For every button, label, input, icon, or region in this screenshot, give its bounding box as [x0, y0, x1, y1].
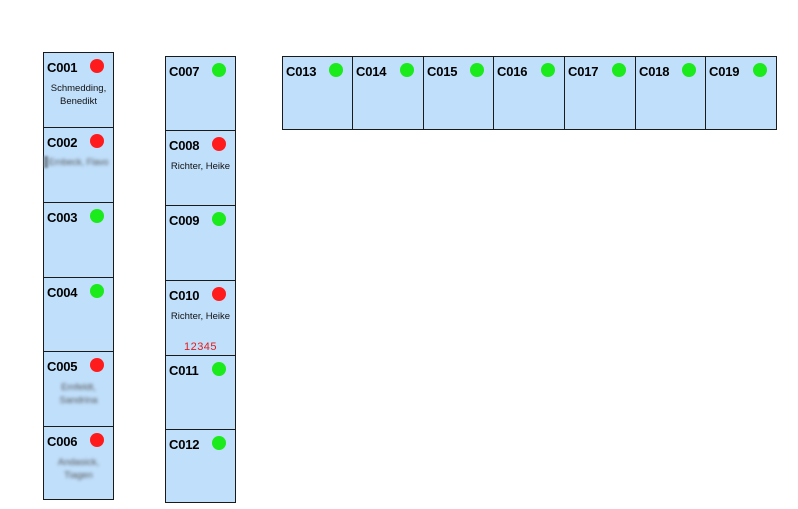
room-c009[interactable]: C009	[165, 205, 236, 281]
occupied-status-icon	[90, 59, 104, 73]
free-status-icon	[612, 63, 626, 77]
room-c019[interactable]: C019	[705, 56, 777, 130]
room-c008[interactable]: C008 Richter, Heike	[165, 130, 236, 206]
room-id: C006	[47, 434, 78, 449]
free-status-icon	[753, 63, 767, 77]
room-id: C016	[497, 64, 528, 79]
free-status-icon	[329, 63, 343, 77]
occupied-status-icon	[90, 134, 104, 148]
free-status-icon	[470, 63, 484, 77]
room-id: C013	[286, 64, 317, 79]
room-c010[interactable]: C010 Richter, Heike 12345	[165, 280, 236, 356]
room-id: C012	[169, 437, 200, 452]
booking-code: 12345	[183, 341, 218, 353]
room-c006[interactable]: C006 Andasick, Tiagen	[43, 426, 114, 500]
free-status-icon	[212, 436, 226, 450]
room-c018[interactable]: C018	[635, 56, 706, 130]
room-c003[interactable]: C003	[43, 202, 114, 278]
redaction-mark	[44, 156, 48, 168]
room-id: C018	[639, 64, 670, 79]
room-id: C002	[47, 135, 78, 150]
occupied-status-icon	[212, 137, 226, 151]
room-c004[interactable]: C004	[43, 277, 114, 352]
room-id: C007	[169, 64, 200, 79]
occupied-status-icon	[90, 433, 104, 447]
free-status-icon	[400, 63, 414, 77]
room-c015[interactable]: C015	[423, 56, 494, 130]
room-c002[interactable]: C002 Ernbeck, Flavo	[43, 127, 114, 203]
room-c007[interactable]: C007	[165, 56, 236, 131]
room-id: C019	[709, 64, 740, 79]
room-id: C003	[47, 210, 78, 225]
room-c014[interactable]: C014	[352, 56, 424, 130]
free-status-icon	[212, 63, 226, 77]
occupant-name: Richter, Heike	[170, 161, 231, 172]
occupied-status-icon	[90, 358, 104, 372]
free-status-icon	[90, 209, 104, 223]
free-status-icon	[212, 362, 226, 376]
room-c005[interactable]: C005 Emfeldt, Sandrina	[43, 351, 114, 427]
room-id: C011	[169, 363, 199, 378]
occupied-status-icon	[212, 287, 226, 301]
room-id: C009	[169, 213, 200, 228]
room-c016[interactable]: C016	[493, 56, 565, 130]
free-status-icon	[90, 284, 104, 298]
occupant-name: Richter, Heike	[170, 311, 231, 322]
room-id: C001	[47, 60, 78, 75]
occupant-name: Emfeldt, Sandrina	[59, 382, 98, 406]
occupant-name: Schmedding, Benedikt	[50, 83, 107, 107]
room-id: C008	[169, 138, 200, 153]
free-status-icon	[541, 63, 555, 77]
room-id: C014	[356, 64, 387, 79]
room-id: C004	[47, 285, 78, 300]
room-c013[interactable]: C013	[282, 56, 353, 130]
room-id: C005	[47, 359, 78, 374]
room-id: C015	[427, 64, 458, 79]
room-id: C017	[568, 64, 599, 79]
room-c001[interactable]: C001 Schmedding, Benedikt	[43, 52, 114, 128]
occupant-name: Andasick, Tiagen	[57, 457, 100, 481]
room-id: C010	[169, 288, 200, 303]
free-status-icon	[212, 212, 226, 226]
occupant-name: Ernbeck, Flavo	[48, 157, 109, 167]
room-c011[interactable]: C011	[165, 355, 236, 430]
free-status-icon	[682, 63, 696, 77]
room-c017[interactable]: C017	[564, 56, 636, 130]
room-c012[interactable]: C012	[165, 429, 236, 503]
